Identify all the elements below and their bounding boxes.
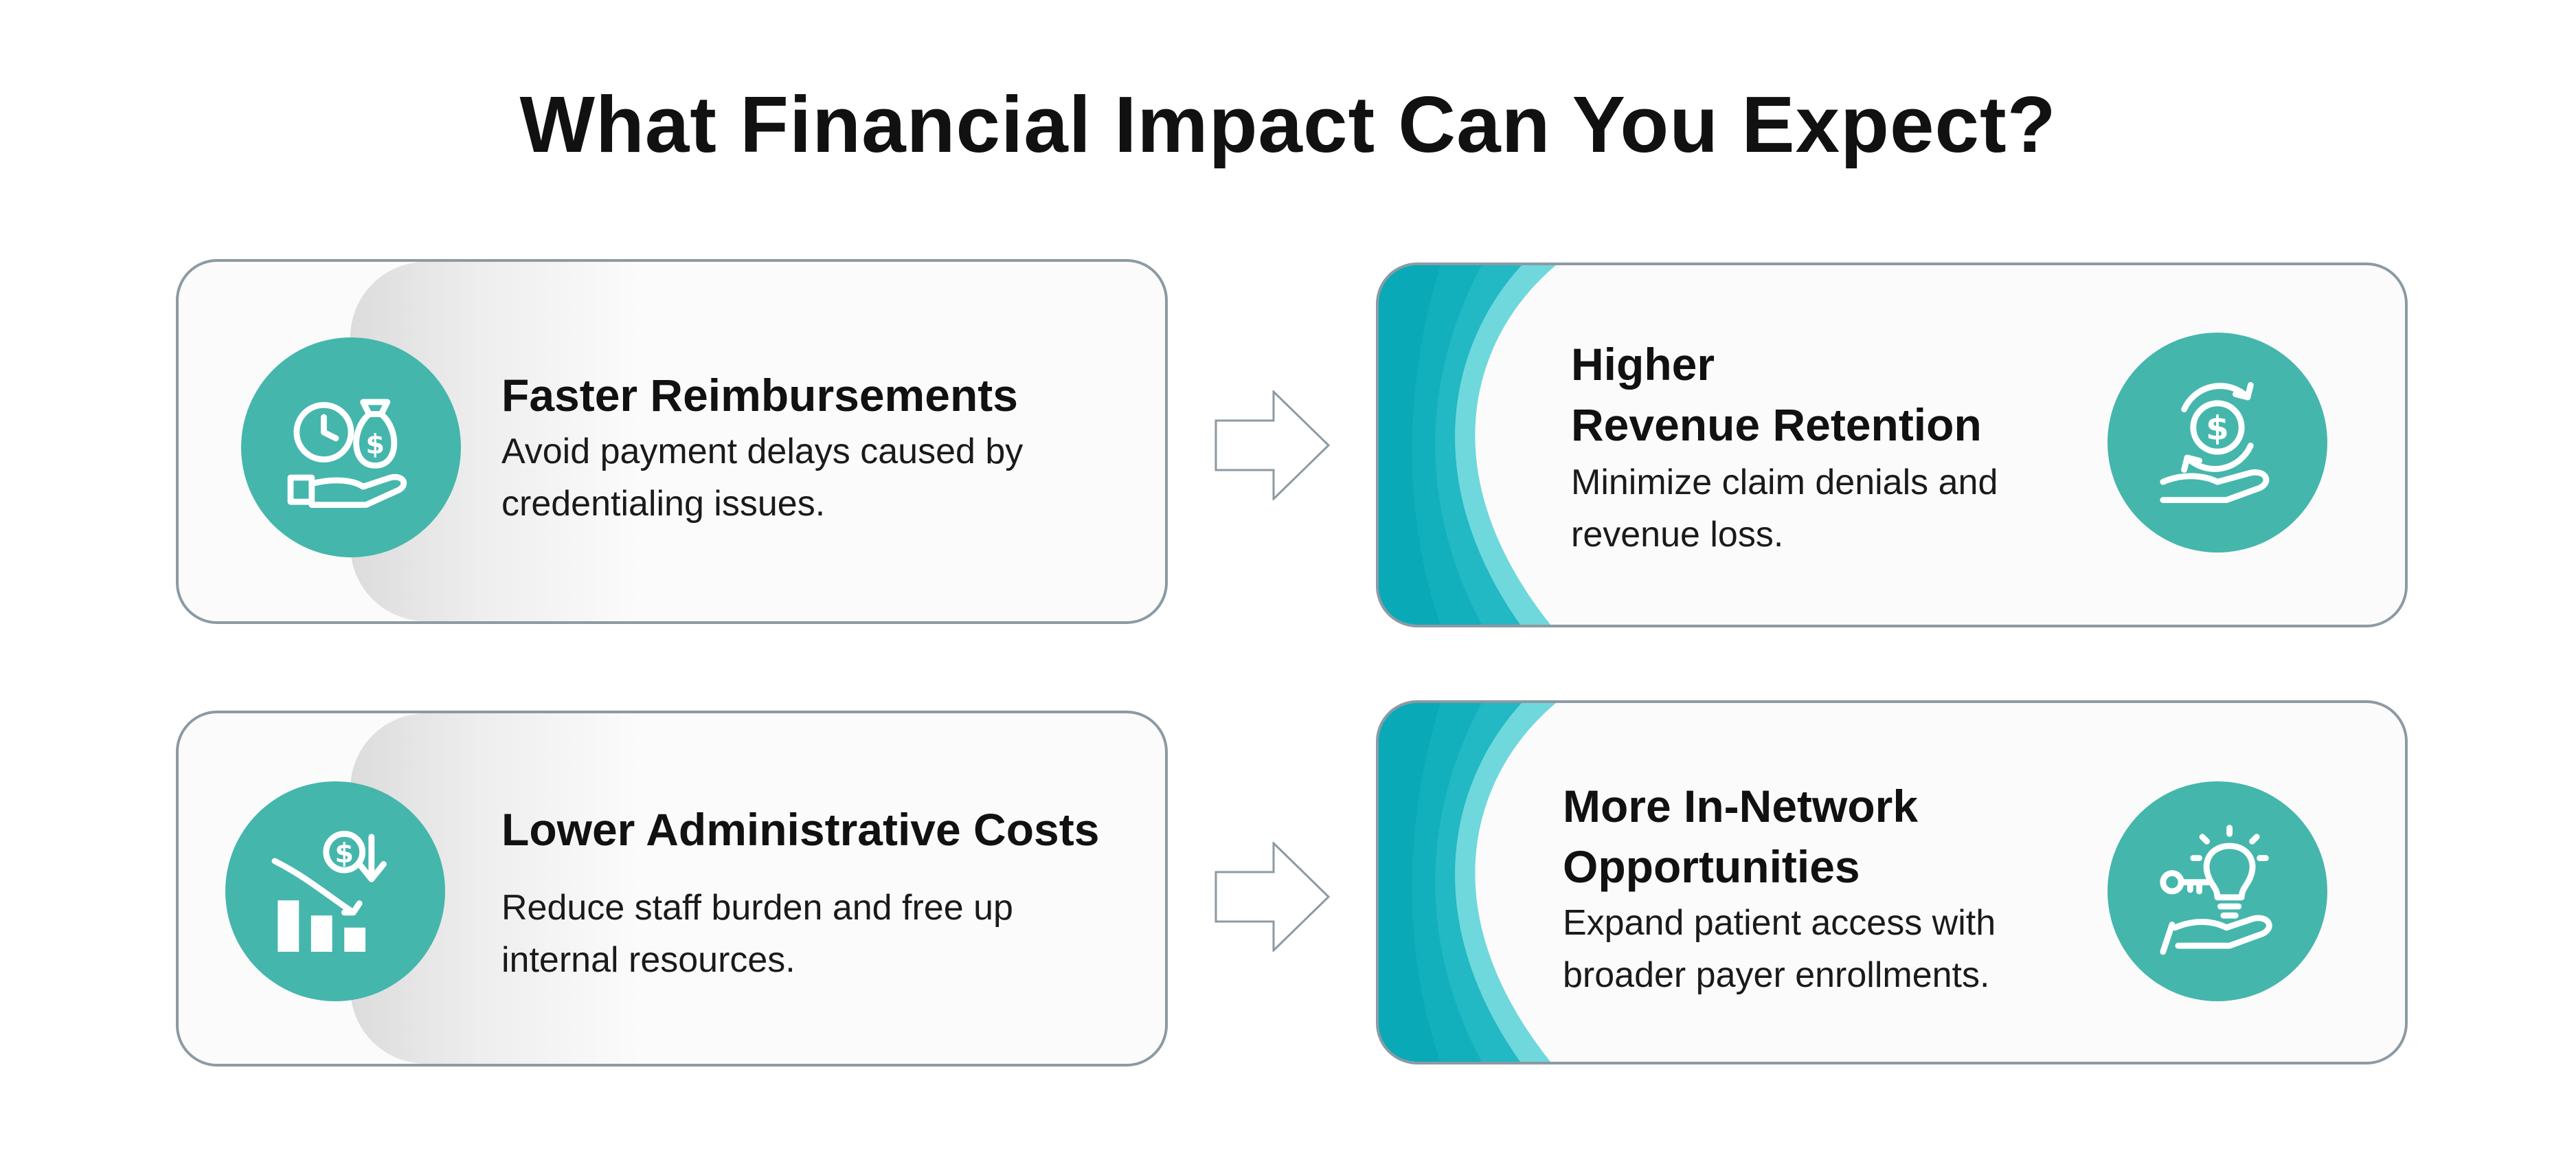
card-heading-line: Higher bbox=[1571, 339, 1715, 390]
card-description-line: revenue loss. bbox=[1571, 515, 1784, 555]
card-description-line: credentialing issues. bbox=[501, 484, 826, 524]
card-heading-line: Opportunities bbox=[1563, 841, 1860, 892]
card-description-line: Minimize claim denials and bbox=[1571, 462, 1998, 502]
dollar-cycle-hand-icon: $ bbox=[2108, 333, 2327, 553]
card-faster-reimbursements: $ Faster Reimbursements Avoid payment de… bbox=[176, 259, 1168, 624]
money-bag-clock-hand-icon: $ bbox=[241, 337, 461, 557]
svg-text:$: $ bbox=[365, 429, 385, 460]
card-description-line: broader payer enrollments. bbox=[1563, 955, 1990, 995]
card-description-line: Reduce staff burden and free up bbox=[501, 888, 1013, 928]
card-heading-line: Revenue Retention bbox=[1571, 399, 1982, 450]
card-lower-administrative-costs: $ Lower Administrative Costs Reduce staf… bbox=[176, 711, 1168, 1067]
card-heading: Faster Reimbursements bbox=[501, 370, 1018, 421]
wave-decoration bbox=[1379, 703, 1556, 1062]
right-arrow-icon bbox=[1214, 842, 1331, 952]
card-description-line: Avoid payment delays caused by bbox=[501, 432, 1024, 471]
card-heading: Lower Administrative Costs bbox=[501, 804, 1100, 855]
card-heading-line: More In-Network bbox=[1563, 781, 1919, 832]
svg-text:$: $ bbox=[335, 838, 354, 869]
card-more-in-network-opportunities: More In-Network Opportunities Expand pat… bbox=[1376, 700, 2408, 1064]
card-description-line: internal resources. bbox=[501, 940, 795, 980]
card-description-line: Expand patient access with bbox=[1563, 903, 1996, 943]
right-arrow-icon bbox=[1214, 390, 1331, 500]
page-title: What Financial Impact Can You Expect? bbox=[519, 80, 2057, 169]
card-higher-revenue-retention: Higher Revenue Retention Minimize claim … bbox=[1376, 263, 2408, 627]
wave-decoration bbox=[1379, 265, 1556, 625]
key-lightbulb-hand-icon bbox=[2108, 781, 2327, 1001]
cost-decrease-chart-icon: $ bbox=[225, 781, 445, 1001]
svg-text:$: $ bbox=[2206, 410, 2229, 448]
